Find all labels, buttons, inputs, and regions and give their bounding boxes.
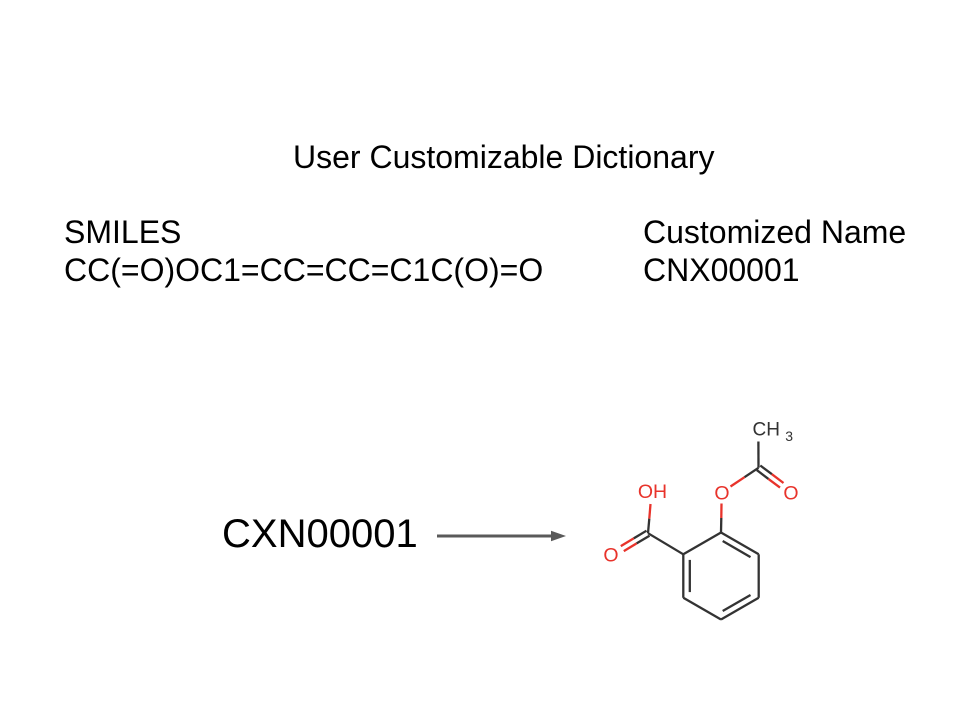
carbonyl-oxygen-label: O [783, 483, 798, 505]
ester-oxygen-label: O [714, 483, 729, 505]
smiles-label: SMILES [64, 214, 182, 250]
right-arrow [437, 530, 566, 542]
molecule-oxygen-labels: OH O O O [603, 481, 798, 567]
query-label: CXN00001 [222, 512, 418, 556]
smiles-value: CC(=O)OC1=CC=CC=C1C(O)=O [64, 252, 544, 288]
carboxyl-oxygen-label: O [603, 545, 618, 567]
dictionary-entry-name: Customized Name CNX00001 [643, 213, 906, 289]
dictionary-entry-smiles: SMILES CC(=O)OC1=CC=CC=C1C(O)=O [64, 213, 543, 289]
molecule-bonds-oxygen [620, 473, 785, 553]
hydroxyl-label: OH [638, 481, 667, 503]
methyl-label-main: CH [753, 420, 780, 441]
methyl-group-label: CH 3 [753, 420, 794, 445]
molecule-structure-aspirin: OH O O O CH 3 [603, 420, 799, 621]
customized-name-label: Customized Name [643, 214, 907, 250]
methyl-label-subscript: 3 [785, 428, 793, 444]
right-arrow-head-icon [551, 530, 566, 542]
customized-name-value: CNX00001 [643, 252, 800, 288]
molecule-bonds-carbon [633, 441, 773, 621]
page-title: User Customizable Dictionary [293, 139, 715, 175]
